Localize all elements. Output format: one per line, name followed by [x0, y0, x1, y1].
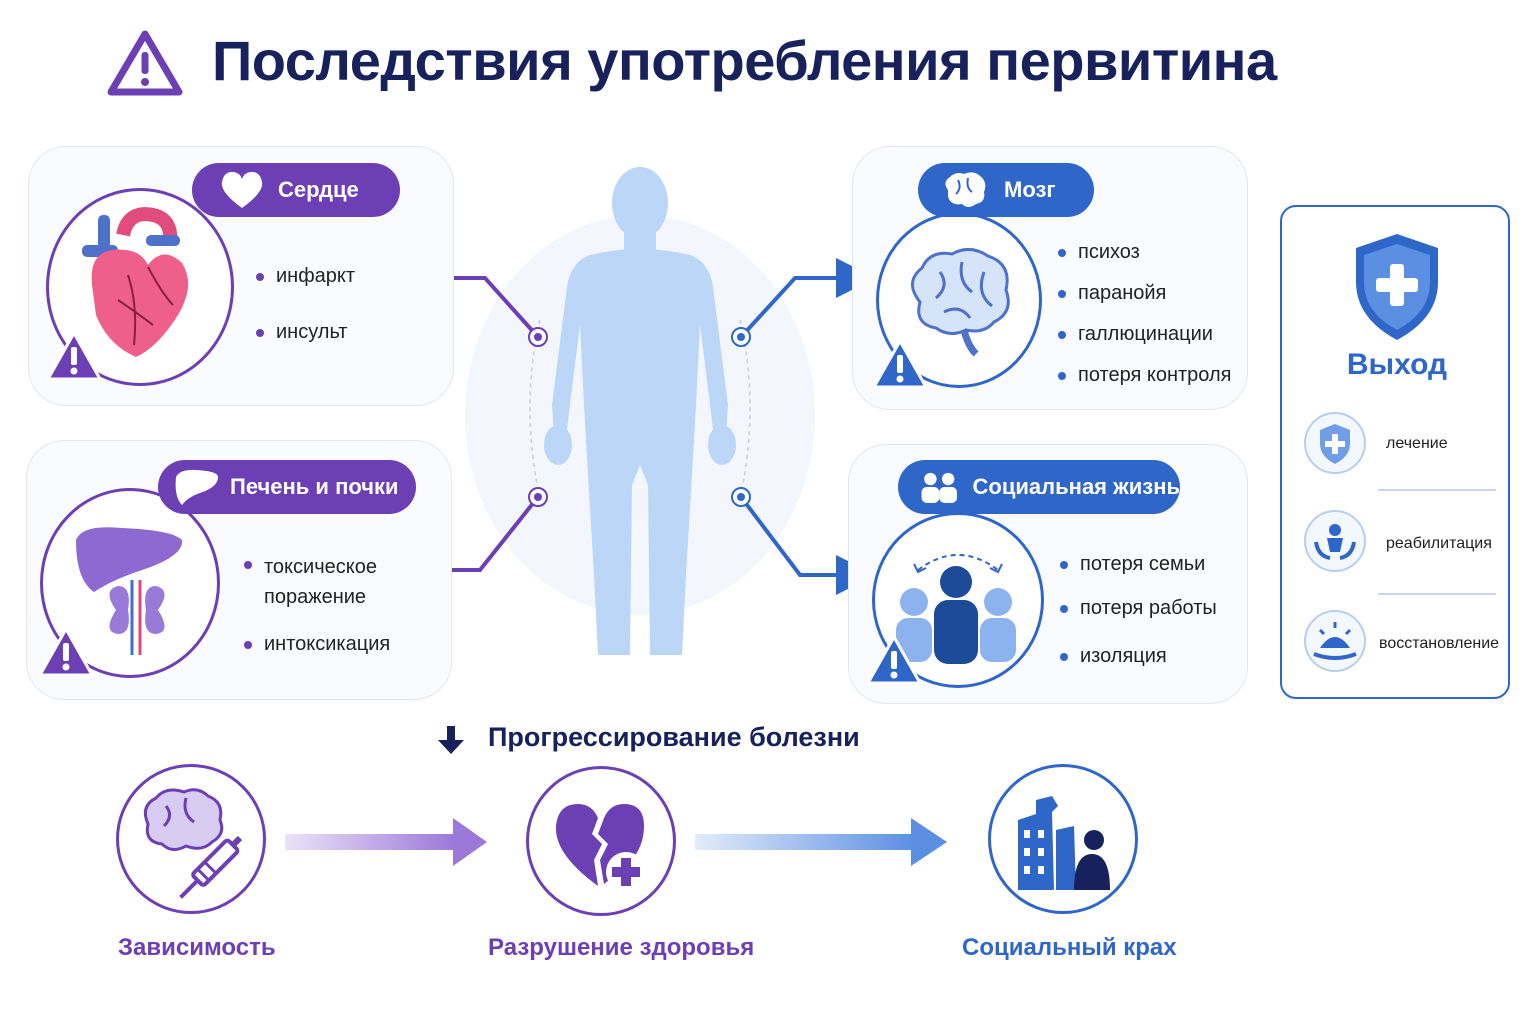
brain-item: паранойя — [1058, 281, 1231, 305]
shield-icon — [1356, 234, 1438, 340]
liver-item: интоксикация — [244, 632, 424, 656]
liver-warning-icon — [38, 627, 94, 677]
treatment-icon — [1304, 412, 1366, 474]
heart-icon — [221, 171, 263, 208]
arrow-down-icon — [438, 726, 464, 754]
heart-organ-icon — [82, 207, 189, 357]
exit-divider — [1378, 489, 1496, 491]
heart-item: инфаркт — [256, 264, 355, 288]
human-body-figure — [529, 167, 751, 655]
brain-item: галлюцинации — [1058, 322, 1231, 346]
brain-organ-icon — [911, 248, 1010, 357]
social-list: потеря семьи потеря работы изоляция — [1060, 552, 1217, 668]
progression-title: Прогрессирование болезни — [488, 722, 860, 752]
brain-pill: Мозг — [918, 163, 1094, 217]
exit-divider — [1378, 593, 1496, 595]
brain-warning-icon — [872, 339, 928, 389]
liver-icon — [175, 469, 218, 505]
brain-icon — [945, 172, 986, 207]
heart-list: инфаркт инсульт — [256, 264, 355, 344]
progress-arrow — [695, 818, 947, 866]
stage-label: Разрушение здоровья — [488, 934, 755, 961]
heart-pill: Сердце — [192, 163, 400, 217]
exit-item: реабилитация — [1386, 535, 1492, 552]
heart-item: инсульт — [256, 320, 355, 344]
liver-item: токсическое поражение — [244, 552, 424, 612]
social-people-icon — [896, 554, 1016, 664]
liver-list: токсическое поражение интоксикация — [244, 552, 424, 656]
progress-arrow — [285, 818, 487, 866]
people-icon — [921, 472, 958, 503]
broken-heart-icon — [555, 804, 646, 892]
sunrise-icon — [1304, 610, 1366, 672]
social-pill: Социальная жизнь — [898, 460, 1180, 514]
warning-icon — [106, 28, 184, 98]
exit-item: лечение — [1386, 435, 1448, 452]
rehabilitation-icon — [1304, 510, 1366, 572]
page-title: Последствия употребления первитина — [212, 29, 1277, 92]
liver-label: Печень и почки — [230, 474, 399, 499]
liver-pill: Печень и почки — [158, 460, 416, 514]
collapsed-building-icon — [1018, 796, 1110, 890]
brain-list: психоз паранойя галлюцинации потеря конт… — [1058, 240, 1231, 387]
heart-label: Сердце — [278, 177, 359, 202]
exit-title: Выход — [1346, 348, 1448, 381]
exit-item: восстановление — [1379, 635, 1500, 652]
liver-kidneys-icon — [76, 527, 183, 655]
social-warning-icon — [866, 635, 922, 685]
stage-label: Социальный крах — [962, 934, 1177, 961]
brain-item: психоз — [1058, 240, 1231, 264]
health-stage-circle — [526, 766, 676, 916]
social-item: изоляция — [1060, 644, 1217, 668]
social-item: потеря семьи — [1060, 552, 1217, 576]
brain-item: потеря контроля — [1058, 363, 1231, 387]
social-label: Социальная жизнь — [972, 474, 1180, 499]
social-item: потеря работы — [1060, 596, 1217, 620]
brain-syringe-icon — [143, 788, 243, 899]
brain-label: Мозг — [1004, 177, 1056, 202]
stage-label: Зависимость — [118, 934, 276, 961]
heart-warning-icon — [46, 331, 102, 381]
